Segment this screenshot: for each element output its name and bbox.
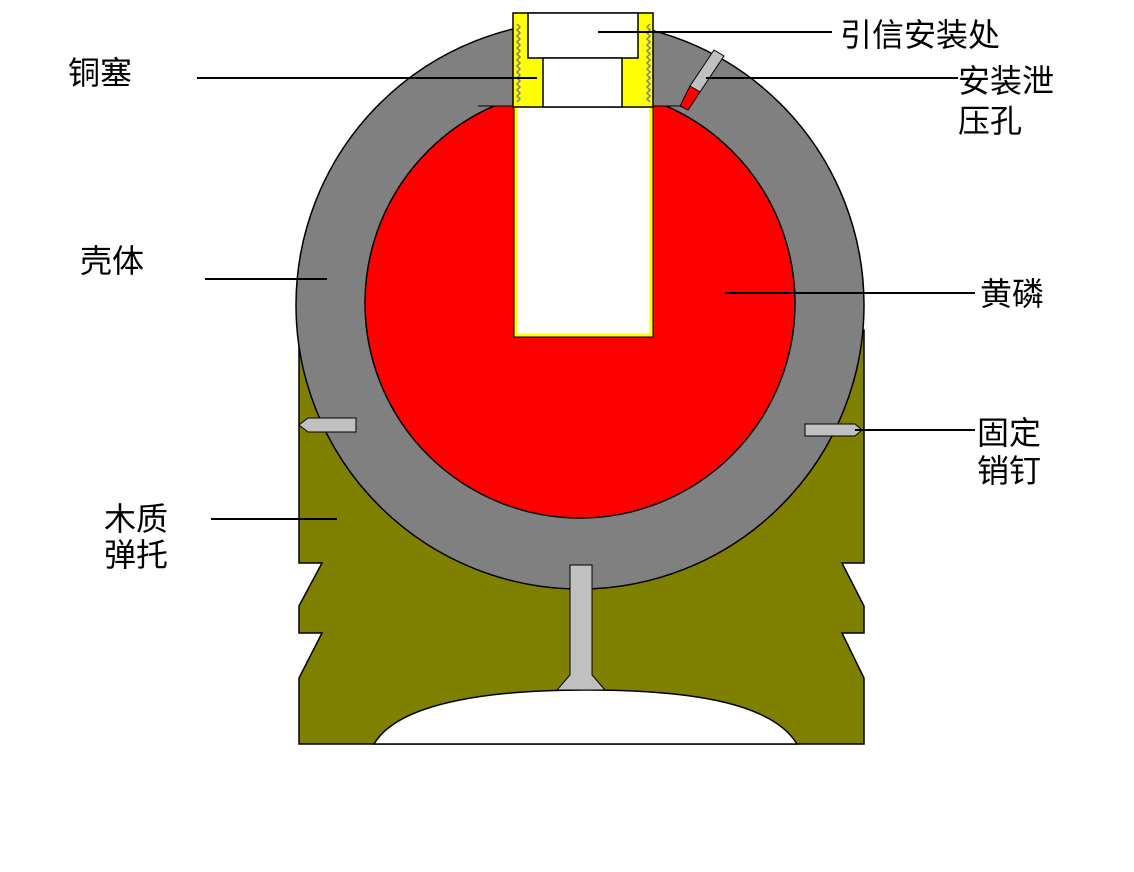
label-shell: 壳体 [80, 242, 144, 280]
label-vent-hole-1: 安装泄 [958, 62, 1054, 100]
label-wood-sabot-2: 弹托 [104, 536, 168, 574]
vent-hole [679, 49, 725, 111]
fuse-tube [514, 104, 653, 337]
label-fixing-pin-2: 销钉 [977, 452, 1041, 490]
label-wood-sabot-1: 木质 [104, 500, 168, 538]
fixing-pin-left [298, 417, 357, 433]
fixing-pin-bottom [555, 564, 607, 691]
copper-plug [512, 12, 654, 108]
label-copper-plug: 铜塞 [68, 54, 132, 92]
fixing-pin-right [804, 423, 863, 437]
label-white-phosphorus: 黄磷 [980, 275, 1044, 313]
label-fuse-seat: 引信安装处 [840, 16, 1000, 54]
label-vent-hole-2: 压孔 [958, 102, 1022, 140]
label-fixing-pin-1: 固定 [977, 414, 1041, 452]
